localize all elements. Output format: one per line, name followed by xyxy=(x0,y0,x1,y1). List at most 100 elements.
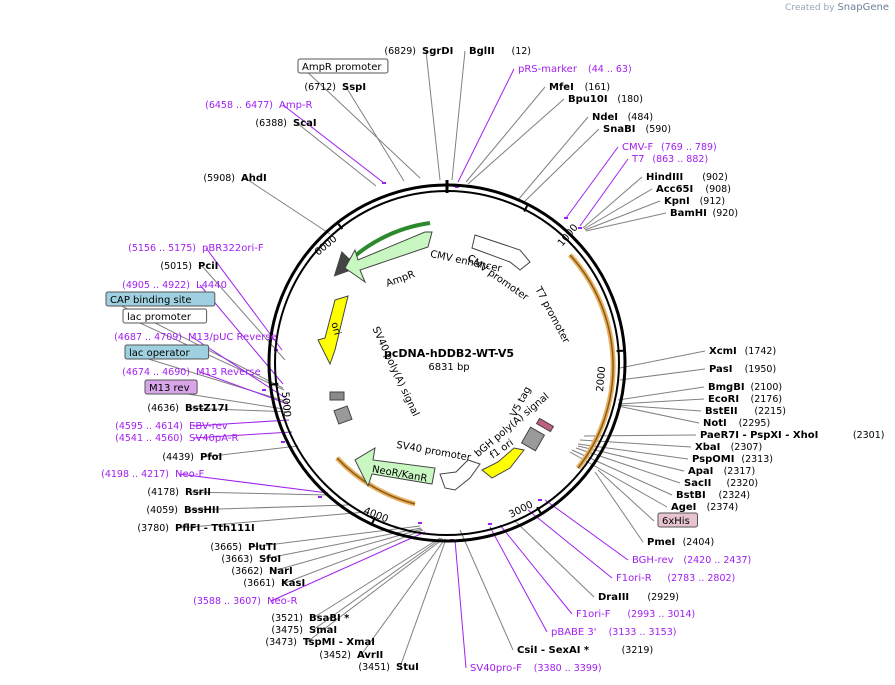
label-name: AgeI xyxy=(671,502,696,513)
connector-line xyxy=(187,504,349,511)
primer-label[interactable]: M13 Reverse(4674 .. 4690) xyxy=(122,367,261,378)
label-name: PspOMI xyxy=(692,454,734,465)
sv40pa-feature[interactable] xyxy=(329,391,345,401)
primer-mark xyxy=(318,496,322,498)
enzyme-label[interactable]: CsiI - SexAI *(3219) xyxy=(517,645,653,656)
enzyme-label[interactable]: BmgBI(2100) xyxy=(708,382,782,393)
enzyme-label[interactable]: BstBI(2324) xyxy=(676,490,750,501)
enzyme-label[interactable]: KpnI(912) xyxy=(664,196,725,207)
label-position: (863 .. 882) xyxy=(652,154,708,165)
enzyme-label[interactable]: SgrDI(6829) xyxy=(384,46,453,57)
f1ori-feature[interactable] xyxy=(481,447,525,479)
connector-line xyxy=(205,247,283,351)
feature-box-label[interactable]: 6xHis xyxy=(657,512,698,528)
enzyme-label[interactable]: XbaI(2307) xyxy=(695,442,762,453)
feature-box-label[interactable]: AmpR promoter xyxy=(297,58,389,74)
enzyme-label[interactable]: BsaBI *(3521) xyxy=(271,613,350,624)
enzyme-label[interactable]: Bpu10I(180) xyxy=(568,94,643,105)
enzyme-label[interactable]: ScaI(6388) xyxy=(255,118,316,129)
sv40pro-feature[interactable] xyxy=(439,459,481,491)
primer-label[interactable]: EBV-rev(4595 .. 4614) xyxy=(115,421,228,432)
label-position: (484) xyxy=(628,112,654,123)
ori-feature[interactable] xyxy=(317,295,349,366)
label-position: (2374) xyxy=(707,502,739,513)
primer-label[interactable]: Neo-R(3588 .. 3607) xyxy=(193,596,297,607)
enzyme-label[interactable]: EcoRI (2176) xyxy=(708,394,782,405)
enzyme-label[interactable]: BamHI(920) xyxy=(670,208,738,219)
enzyme-label[interactable]: NarI(3662) xyxy=(231,566,292,577)
enzyme-label[interactable]: PspOMI(2313) xyxy=(692,454,773,465)
enzyme-label[interactable]: AhdI(5908) xyxy=(203,173,266,184)
label-name: F1ori-R xyxy=(616,573,652,584)
neor-feature[interactable] xyxy=(354,447,436,488)
enzyme-label[interactable]: SfoI(3663) xyxy=(221,554,281,565)
enzyme-label[interactable]: RsrII(4178) xyxy=(147,487,211,498)
enzyme-label[interactable]: DraIII(2929) xyxy=(598,592,679,603)
primer-label[interactable]: SV40pro-F(3380 .. 3399) xyxy=(470,663,602,674)
enzyme-label[interactable]: AgeI (2374) xyxy=(671,502,738,513)
enzyme-label[interactable]: MfeI(161) xyxy=(549,82,610,93)
connector-line xyxy=(188,407,292,413)
feature-box-label[interactable]: CAP binding site xyxy=(105,291,216,307)
primer-label[interactable]: Neo-F(4198 .. 4217) xyxy=(101,469,204,480)
enzyme-label[interactable]: KasI(3661) xyxy=(243,578,305,589)
enzyme-label[interactable]: PciI(5015) xyxy=(160,261,218,272)
primer-label[interactable]: pBABE 3'(3133 .. 3153) xyxy=(551,627,676,638)
primer-label[interactable]: SV40pA-R(4541 .. 4560) xyxy=(115,433,238,444)
ampr-label: AmpR xyxy=(385,269,417,290)
enzyme-label[interactable]: HindIII(902) xyxy=(646,172,728,183)
bgh-feature[interactable] xyxy=(520,426,546,452)
primer-label[interactable]: pBR322ori-F(5156 .. 5175) xyxy=(128,243,264,254)
feature-box-label[interactable]: M13 rev xyxy=(144,379,198,395)
primer-label[interactable]: pRS-marker(44 .. 63) xyxy=(518,64,632,75)
enzyme-label[interactable]: SmaI(3475) xyxy=(271,625,337,636)
enzyme-label[interactable]: PfoI(4439) xyxy=(162,452,222,463)
primer-label[interactable]: BGH-rev(2420 .. 2437) xyxy=(632,555,751,566)
enzyme-label[interactable]: BstEII(2215) xyxy=(705,406,786,417)
enzyme-label[interactable]: PasI(1950) xyxy=(709,364,776,375)
enzyme-label[interactable]: SacII(2320) xyxy=(684,478,758,489)
enzyme-label[interactable]: AvrII(3452) xyxy=(319,650,383,661)
enzyme-label[interactable]: ApaI(2317) xyxy=(688,466,755,477)
label-name: SspI xyxy=(342,82,366,93)
primer-label[interactable]: L4440(4905 .. 4922) xyxy=(122,280,227,291)
enzyme-label[interactable]: Acc65I(908) xyxy=(656,184,731,195)
enzyme-label[interactable]: TspMI - XmaI(3473) xyxy=(265,637,375,648)
feature-box-label[interactable]: lac promoter xyxy=(122,308,208,324)
connector-line xyxy=(617,398,705,405)
label-name: EcoRI xyxy=(708,394,739,405)
enzyme-label[interactable]: PaeR7I - PspXI - XhoI(2301) xyxy=(700,430,884,441)
enzyme-label[interactable]: SnaBI(590) xyxy=(603,124,671,135)
sv40pa-block[interactable] xyxy=(333,405,353,425)
primer-label[interactable]: CMV-F(769 .. 789) xyxy=(622,142,717,153)
enzyme-label[interactable]: BssHII(4059) xyxy=(146,505,219,516)
feature-box-label[interactable]: lac operator xyxy=(124,344,210,360)
enzyme-label[interactable]: PflFI - Tth111I(3780) xyxy=(137,523,254,534)
ampr-feature[interactable] xyxy=(344,231,433,284)
v5-feature[interactable] xyxy=(535,417,555,433)
enzyme-label[interactable]: SspI(6712) xyxy=(304,82,366,93)
primer-label[interactable]: Amp-R(6458 .. 6477) xyxy=(205,100,312,111)
label-position: (3380 .. 3399) xyxy=(534,663,602,674)
primer-label[interactable]: F1ori-R (2783 .. 2802) xyxy=(616,573,735,584)
enzyme-label[interactable]: NotI(2295) xyxy=(703,418,770,429)
enzyme-label[interactable]: BglII(12) xyxy=(469,46,531,57)
primer-label[interactable]: F1ori-F(2993 .. 3014) xyxy=(576,609,695,620)
enzyme-label[interactable]: PmeI(2404) xyxy=(647,537,714,548)
primer-mark xyxy=(382,182,386,184)
primer-label[interactable]: T7(863 .. 882) xyxy=(631,154,708,165)
primer-mark xyxy=(281,441,285,443)
enzyme-label[interactable]: BstZ17I(4636) xyxy=(147,403,228,414)
label-position: (2176) xyxy=(751,394,783,405)
enzyme-label[interactable]: StuI(3451) xyxy=(358,662,418,673)
label-position: (2783 .. 2802) xyxy=(667,573,735,584)
primer-mark xyxy=(262,389,266,391)
enzyme-label[interactable]: NdeI(484) xyxy=(592,112,653,123)
enzyme-label[interactable]: XcmI(1742) xyxy=(709,346,776,357)
cmv-feature[interactable] xyxy=(471,234,531,271)
enzyme-label[interactable]: PluTI(3665) xyxy=(210,542,276,553)
label-position: (3219) xyxy=(622,645,654,656)
label-position: (12) xyxy=(512,46,532,57)
connector-line xyxy=(523,128,600,203)
primer-label[interactable]: M13/pUC Reverse(4687 .. 4709) xyxy=(114,332,277,343)
